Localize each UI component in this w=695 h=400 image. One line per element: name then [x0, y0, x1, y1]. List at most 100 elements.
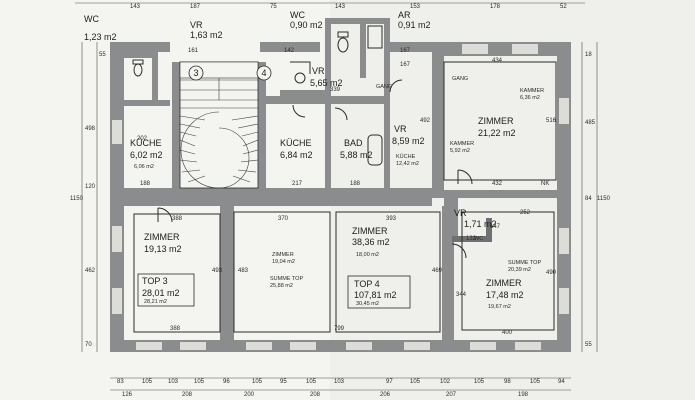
dim-top-label: 187 [190, 4, 201, 10]
room-vr-top-name: VR [190, 20, 203, 30]
dim-left-label: 498 [85, 126, 96, 132]
dim-left-label: 462 [85, 268, 96, 274]
top3-area: 28,01 m2 [142, 288, 180, 298]
room-vr-right-sub-label: KÜCHE [396, 153, 416, 160]
dim-inner-label: 167 [400, 62, 411, 68]
room-vr-mid-area: 5,65 m2 [310, 78, 343, 88]
summe-top-right-area: 20,39 m2 [508, 267, 531, 273]
dim-inner-vertical-label: 483 [238, 268, 249, 274]
dim-right-label: 1150 [597, 196, 611, 202]
dim-bottom-label: 105 [530, 379, 541, 385]
room-zimmer-se-sub-area: 19,67 m2 [488, 304, 511, 310]
dim-inner-vertical-label: 493 [212, 268, 223, 274]
room-kuche-left-sub-area: 6,06 m2 [134, 164, 154, 170]
dim-top-label: 178 [490, 4, 501, 10]
room-zimmer-center-name: ZIMMER [352, 226, 388, 236]
room-bad-name: BAD [344, 138, 363, 148]
dim-inner-label: 400 [502, 330, 513, 336]
dim-inner-vertical-label: 344 [456, 292, 467, 298]
room-kuche-left-name: KÜCHE [130, 138, 162, 148]
top4-sub-area: 30,45 m2 [356, 301, 379, 307]
dim-right-label: 18 [585, 52, 592, 58]
dim-inner-label: 167 [400, 48, 411, 54]
room-vr-right-sub-area: 12,42 m2 [396, 161, 419, 167]
room-vr-right-area: 8,59 m2 [392, 136, 425, 146]
dim-top-label: 143 [130, 4, 141, 10]
room-vr-mid-name: VR [312, 66, 325, 76]
top-dimension-line: 143 187 75 143 153 178 52 [75, 2, 585, 10]
room-zimmer-center-left-name: ZIMMER [272, 252, 294, 258]
dim-left-label: 55 [99, 52, 106, 58]
staircase-marker-3-label: 3 [194, 68, 199, 78]
summe-top-mid-label: SUMME TOP [270, 276, 303, 282]
dim-bottom-label: 207 [446, 392, 457, 398]
room-zimmer-ne-area: 21,22 m2 [478, 128, 516, 138]
dim-inner-label: 434 [492, 58, 503, 64]
top3-name: TOP 3 [142, 276, 168, 286]
dim-inner-label: 188 [140, 181, 151, 187]
staircase-marker-4 [256, 65, 272, 81]
dim-inner-vertical-label: 469 [432, 268, 443, 274]
dim-bottom-label: 96 [223, 379, 230, 385]
top4-area: 107,81 m2 [354, 290, 397, 300]
top3-label-box [137, 273, 195, 307]
dim-inner-vertical-label: 490 [546, 270, 557, 276]
staircase-marker-3 [188, 65, 204, 81]
dim-bottom-label: 105 [252, 379, 263, 385]
dim-bottom-label: 105 [142, 379, 153, 385]
room-vr-se-name: VR [454, 208, 467, 218]
room-kuche-mid-area: 6,84 m2 [280, 150, 313, 160]
room-wc-small-name: WC [474, 236, 483, 242]
room-kammer-left-name: KAMMER [450, 141, 474, 147]
room-vr-se-area: 1,71 m2 [464, 219, 497, 229]
dim-bottom-label: 105 [410, 379, 421, 385]
dim-bottom-label: 102 [440, 379, 451, 385]
dim-left-label: 70 [85, 342, 92, 348]
dim-right-label: 485 [585, 120, 596, 126]
summe-top-mid-area: 25,88 m2 [270, 283, 293, 289]
top3-sub-area: 28,21 m2 [144, 299, 167, 305]
room-kammer-left-area: 5,92 m2 [450, 148, 470, 154]
dim-bottom-label: 98 [504, 379, 511, 385]
room-zimmer-se-area: 17,48 m2 [486, 290, 524, 300]
dim-top-label: 75 [270, 4, 277, 10]
walls [110, 18, 571, 352]
room-ar-name: AR [398, 10, 411, 20]
dim-bottom-label: 94 [558, 379, 565, 385]
fixtures [132, 25, 557, 333]
dim-bottom-label: 83 [117, 379, 124, 385]
top4-label-box [347, 275, 411, 309]
dim-left-label: 1150 [70, 196, 84, 202]
dim-inner-label: 393 [386, 216, 397, 222]
dim-inner-label: 339 [330, 87, 341, 93]
dim-inner-vertical-label: 202 [137, 136, 148, 142]
room-wc-mid-area: 0,90 m2 [290, 20, 323, 30]
dim-inner-vertical-label: 516 [546, 118, 557, 124]
dim-bottom-label: 208 [182, 392, 193, 398]
room-labels: WC 1,23 m2 VR 1,63 m2 WC 0,90 m2 AR 0,91… [84, 10, 544, 310]
room-zimmer-se-name: ZIMMER [486, 278, 522, 288]
room-zimmer-center-sub-area: 18,00 m2 [356, 252, 379, 258]
dim-right-label: 84 [585, 196, 592, 202]
dim-bottom-label: 200 [244, 392, 255, 398]
room-wc-left-area: 1,23 m2 [84, 32, 117, 42]
room-zimmer-center-area: 38,36 m2 [352, 237, 390, 247]
dim-inner-label: 388 [170, 326, 181, 332]
dim-inner-vertical-label: 492 [420, 118, 431, 124]
staircase-marker-4-label: 4 [262, 68, 267, 78]
room-zimmer-center-left-area: 19,04 m2 [272, 259, 295, 265]
room-gang-mid-name: GANG [376, 84, 392, 90]
dim-bottom-label: 206 [380, 392, 391, 398]
dim-inner-label: 217 [292, 181, 303, 187]
room-gang-right-name: GANG [452, 76, 468, 82]
dim-bottom-label: 95 [280, 379, 287, 385]
staircase: 3 4 [179, 61, 272, 189]
dim-inner-label: 188 [350, 181, 361, 187]
dim-inner-label: 370 [278, 216, 289, 222]
interior-dimensions: 188 217 188 388 370 393 388 799 400 252 … [137, 48, 557, 336]
dim-bottom-label: 105 [474, 379, 485, 385]
room-ar-area: 0,91 m2 [398, 20, 431, 30]
dim-bottom-label: 103 [168, 379, 179, 385]
left-dimension-column: 498 462 1150 70 55 120 [70, 42, 106, 352]
